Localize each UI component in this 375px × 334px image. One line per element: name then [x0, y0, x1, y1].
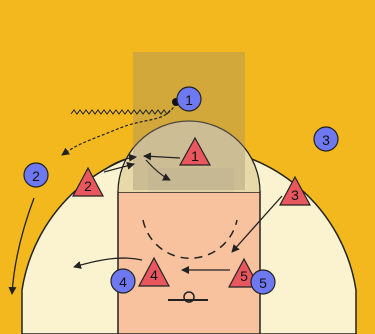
help-arrow-a — [103, 153, 137, 171]
defender-1-label: 1 — [191, 148, 199, 164]
lane — [117, 191, 261, 334]
defender-1: 1 — [178, 136, 212, 166]
offense-player-5-label: 5 — [259, 275, 267, 291]
defender-2-label: 2 — [84, 178, 92, 194]
offense-player-4: 4 — [110, 268, 136, 294]
offense-player-2: 2 — [23, 162, 49, 188]
defender-3-label: 3 — [291, 187, 299, 203]
trap-arrow-a — [143, 152, 181, 161]
defender-3: 3 — [278, 175, 312, 206]
basket — [183, 291, 195, 303]
help-arrow-b — [103, 161, 135, 173]
rotate-arrow-3 — [231, 195, 283, 253]
offense-player-2-label: 2 — [32, 168, 40, 184]
free-throw-dashed-arc — [142, 219, 238, 259]
defender-5-label: 5 — [240, 268, 248, 284]
defender-4: 4 — [137, 256, 171, 287]
trap-arrow-b — [145, 159, 171, 181]
guide-column — [133, 52, 245, 190]
dribble-zigzag — [70, 109, 171, 115]
rotate-arrow-4 — [73, 257, 143, 269]
defender-4-label: 4 — [150, 267, 158, 283]
defender-2: 2 — [71, 166, 105, 197]
offense-player-5: 5 — [250, 269, 276, 295]
offense-player-3: 3 — [313, 126, 339, 152]
offense-player-1: 1 — [176, 86, 202, 112]
offense-player-3-label: 3 — [322, 132, 330, 148]
cut-path-2 — [8, 197, 35, 295]
offense-player-1-label: 1 — [185, 92, 193, 108]
offense-player-4-label: 4 — [119, 274, 127, 290]
